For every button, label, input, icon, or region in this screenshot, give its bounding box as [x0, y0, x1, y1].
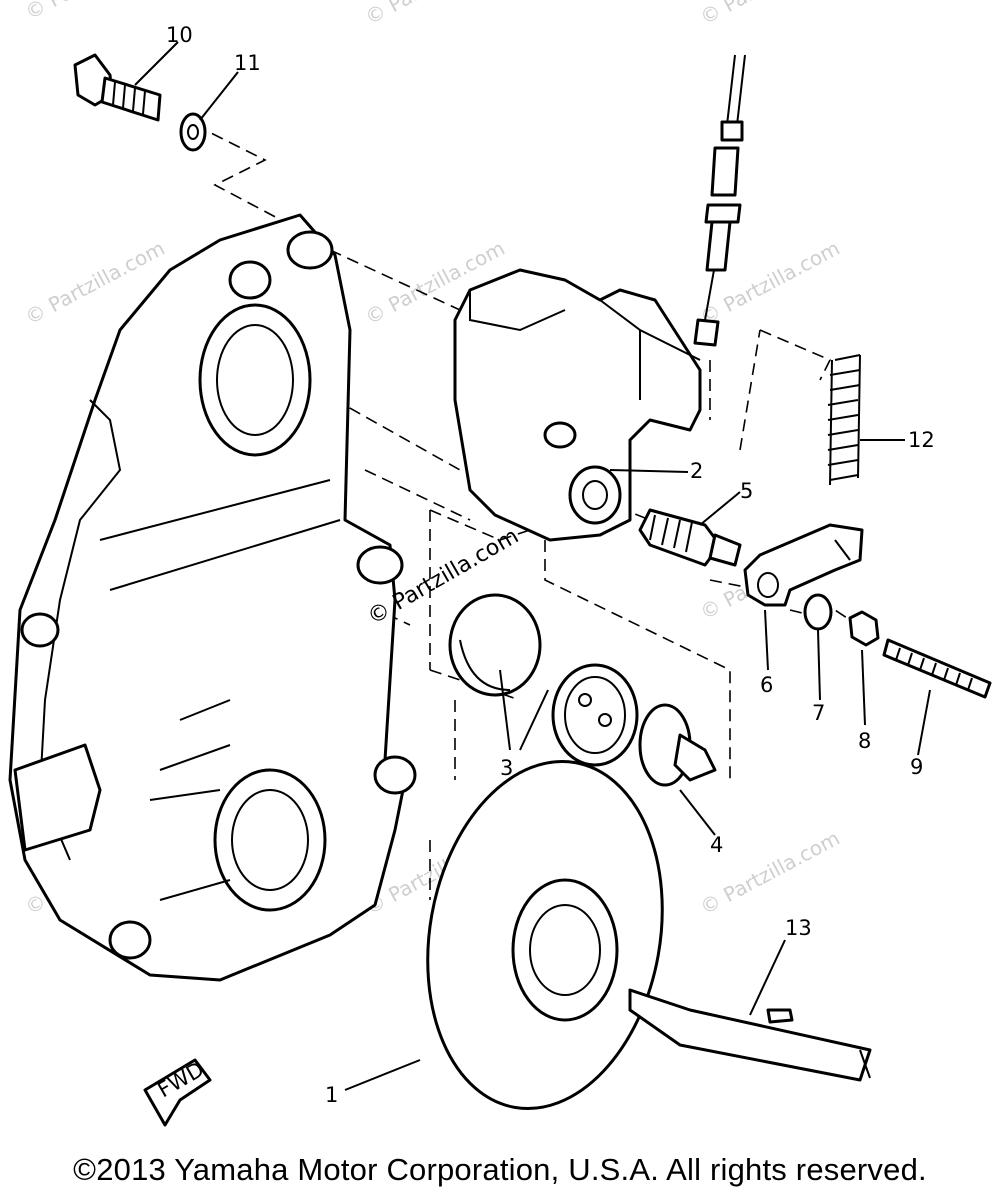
copyright-notice: ©2013 Yamaha Motor Corporation, U.S.A. A…: [73, 1152, 927, 1187]
part-7-washer: [803, 593, 833, 631]
callout-9: 9: [910, 755, 923, 779]
callouts: 10 11 2 5 12 6 7 8 9 3 4 1 13: [166, 23, 935, 1107]
callout-2: 2: [690, 459, 703, 483]
part-8-nut: [848, 610, 880, 647]
watermark: © Partzilla.com: [21, 0, 169, 24]
part-12-spring: [827, 354, 861, 486]
watermark: © Partzilla.com: [361, 0, 509, 29]
callout-5: 5: [740, 479, 753, 503]
callout-12: 12: [908, 428, 935, 452]
part-11-washer: [179, 112, 207, 152]
callout-3: 3: [500, 756, 513, 780]
callout-6: 6: [760, 673, 773, 697]
throttle-cable: [693, 54, 746, 347]
part-9-stud: [882, 638, 992, 699]
part-5-gear: [638, 508, 742, 567]
leader-lines: [134, 41, 931, 1091]
callout-10: 10: [166, 23, 193, 47]
part-10-bolt: [73, 53, 162, 122]
part-13-key: [766, 1008, 794, 1024]
callout-1: 1: [325, 1083, 338, 1107]
part-2-oil-pump: [453, 268, 702, 542]
callout-7: 7: [812, 701, 825, 725]
watermark: © Partzilla.com: [696, 0, 844, 29]
part-4-spacer: [638, 703, 717, 787]
part-3-weights: [448, 593, 639, 767]
crankcase-cover: [8, 213, 417, 982]
forward-arrow-icon: FWD: [143, 1057, 212, 1127]
callout-11: 11: [234, 51, 261, 75]
callout-8: 8: [858, 729, 871, 753]
part-1-sheave: [426, 760, 872, 1110]
callout-4: 4: [710, 833, 723, 857]
callout-13: 13: [785, 916, 812, 940]
part-6-lever: [743, 523, 864, 607]
